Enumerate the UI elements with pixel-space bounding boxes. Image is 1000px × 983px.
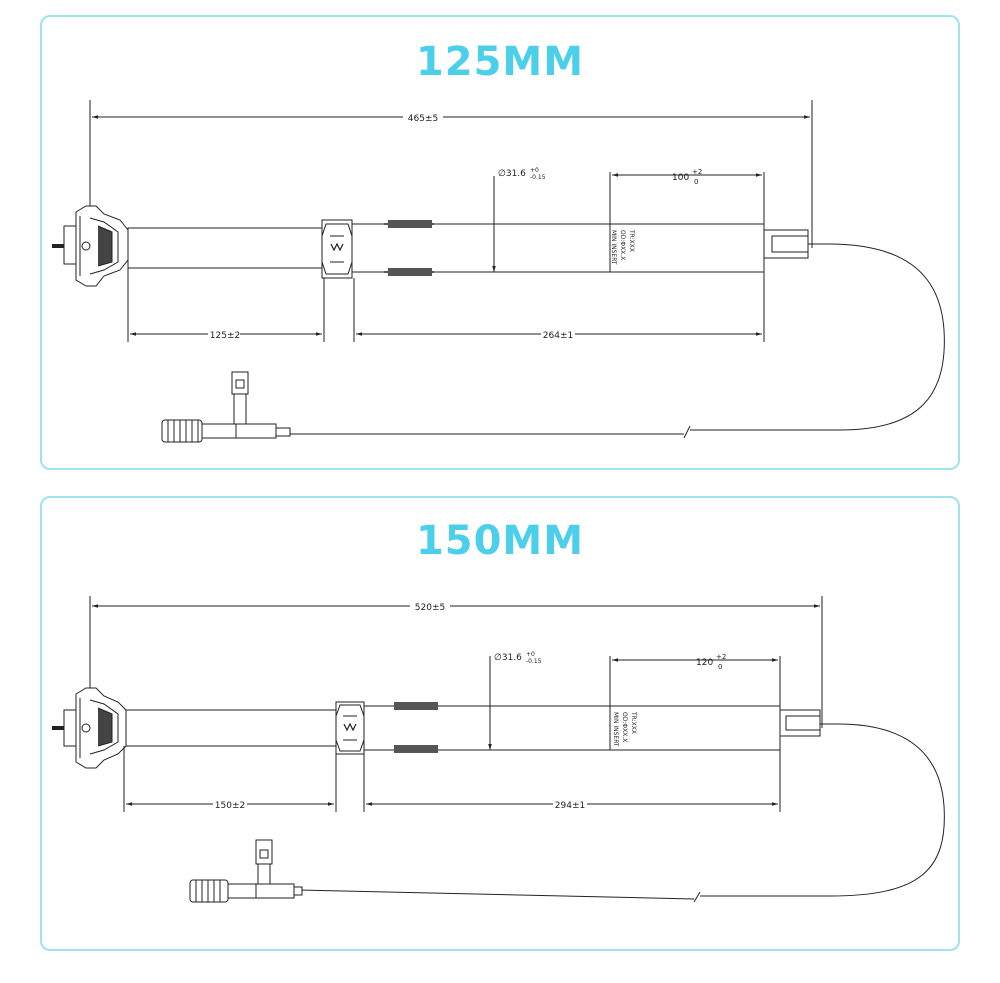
insert-marking: MIN INSERT OD:ΦXX.X TR:XXX <box>612 711 637 747</box>
panel-title: 150MM <box>415 518 585 564</box>
cable-port <box>763 229 828 259</box>
overall-length-label: 465±5 <box>408 114 438 124</box>
insert-length-label: 100 <box>672 173 689 183</box>
svg-text:MIN INSERT: MIN INSERT <box>610 230 617 265</box>
lower-tube <box>351 223 765 273</box>
svg-text:TR:XXX: TR:XXX <box>628 229 635 252</box>
svg-text:OD:ΦXX.X: OD:ΦXX.X <box>619 230 626 260</box>
brand-logo-upper <box>384 220 434 228</box>
collar <box>335 701 365 755</box>
cable <box>690 243 945 431</box>
svg-text:OD:ΦXX.X: OD:ΦXX.X <box>621 712 628 742</box>
brand-logo-upper <box>394 702 438 710</box>
insert-tol-lower: 0 <box>718 663 722 671</box>
panel-title: 125MM <box>415 39 585 85</box>
cable <box>700 723 945 897</box>
remote-lever <box>189 839 303 903</box>
insert-tol-upper: +2 <box>692 168 702 176</box>
brand-logo-lower <box>384 268 434 276</box>
travel-length-label: 125±2 <box>210 331 240 341</box>
insert-marking: MIN INSERT OD:ΦXX.X TR:XXX <box>610 229 635 265</box>
diameter-tol-upper: +0 <box>526 651 535 658</box>
remote-lever <box>161 371 291 443</box>
insert-length-label: 120 <box>696 658 713 668</box>
diameter-tol-lower: -0.15 <box>526 658 542 665</box>
svg-text:MIN INSERT: MIN INSERT <box>612 712 619 747</box>
diameter-label: ∅31.6 <box>494 653 522 663</box>
upper-tube <box>127 227 325 269</box>
saddle-clamp-head <box>52 687 127 769</box>
overall-length-label: 520±5 <box>415 603 445 613</box>
seatpost-drawing-125 <box>52 100 945 443</box>
insert-tol-upper: +2 <box>716 653 726 661</box>
lower-length-label: 264±1 <box>543 331 573 341</box>
seatpost-drawing-150 <box>52 596 945 903</box>
cable-port <box>779 709 838 737</box>
svg-text:TR:XXX: TR:XXX <box>630 711 637 734</box>
diameter-label: ∅31.6 <box>498 169 526 179</box>
lower-length-label: 294±1 <box>555 801 585 811</box>
travel-length-label: 150±2 <box>215 801 245 811</box>
diameter-tol-lower: -0.15 <box>530 174 546 181</box>
diameter-tol-upper: +0 <box>530 167 539 174</box>
collar <box>321 219 353 279</box>
insert-tol-lower: 0 <box>694 178 698 186</box>
saddle-clamp-head <box>52 205 129 287</box>
brand-logo-lower <box>394 745 438 753</box>
